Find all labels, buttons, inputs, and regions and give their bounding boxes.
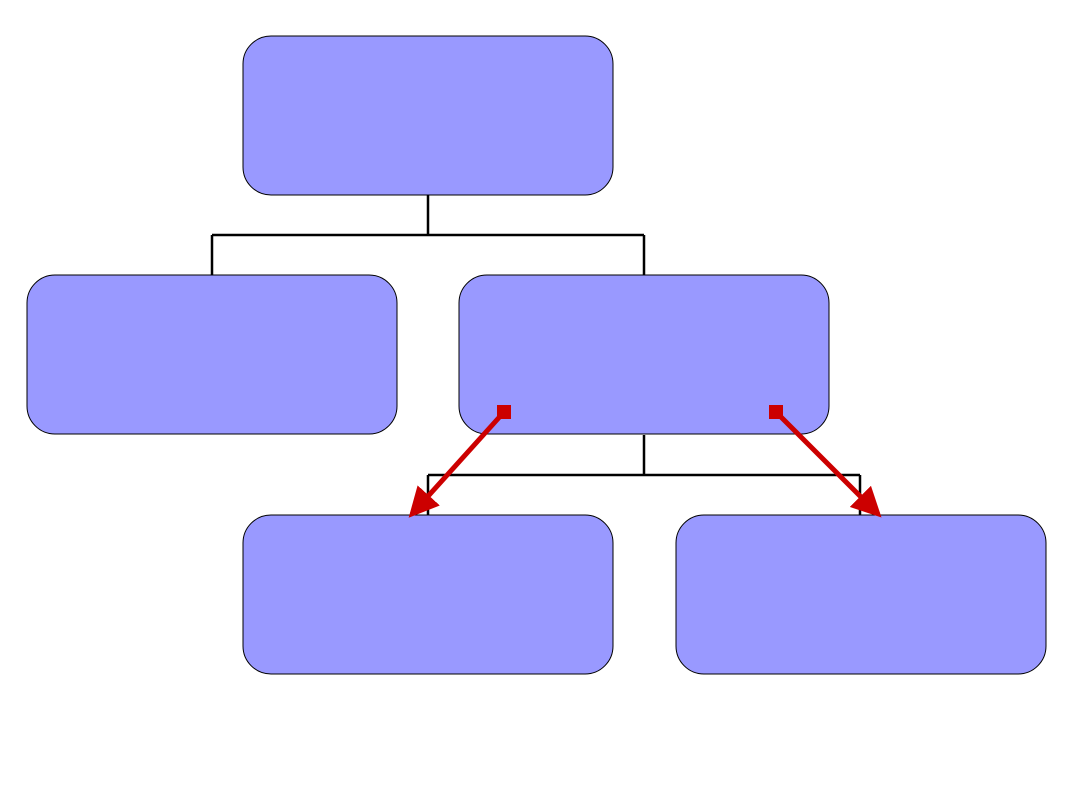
connector-lines <box>210 195 862 515</box>
arrow-to-grandchild-right[interactable] <box>774 410 882 518</box>
connector-right-child-to-grandchildren <box>426 435 862 515</box>
red-arrows <box>408 405 882 518</box>
arrow-to-grandchild-left[interactable] <box>408 410 506 518</box>
node-grandchild-left[interactable] <box>242 514 614 675</box>
arrow-handle-left[interactable] <box>497 405 511 419</box>
node-right-child[interactable] <box>458 274 830 435</box>
connector-root-to-children <box>210 195 646 275</box>
node-grandchild-right[interactable] <box>675 514 1047 675</box>
arrow-handle-right[interactable] <box>769 405 783 419</box>
node-left-child[interactable] <box>26 274 398 435</box>
node-root[interactable] <box>242 35 614 196</box>
